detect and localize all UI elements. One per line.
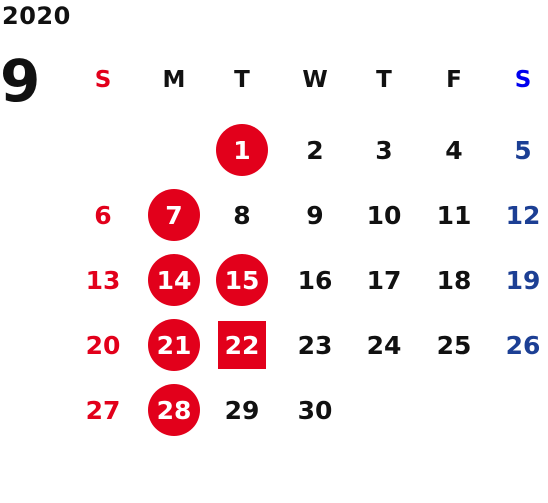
day-25: 25 xyxy=(436,330,472,360)
day-16: 16 xyxy=(297,265,333,295)
day-3: 3 xyxy=(375,135,393,165)
day-22: 22 xyxy=(218,321,266,369)
day-2: 2 xyxy=(306,135,324,165)
day-12: 12 xyxy=(505,200,541,230)
day-26: 26 xyxy=(505,330,541,360)
day-9: 9 xyxy=(306,200,324,230)
day-28: 28 xyxy=(148,384,200,436)
day-8: 8 xyxy=(233,200,251,230)
day-19: 19 xyxy=(505,265,541,295)
day-15: 15 xyxy=(216,254,268,306)
day-1: 1 xyxy=(216,124,268,176)
day-14: 14 xyxy=(148,254,200,306)
day-5: 5 xyxy=(514,135,532,165)
weekday-header-wed: W xyxy=(302,67,328,93)
day-7: 7 xyxy=(148,189,200,241)
day-23: 23 xyxy=(297,330,333,360)
day-21: 21 xyxy=(148,319,200,371)
weekday-header-mon: M xyxy=(162,67,186,93)
day-13: 13 xyxy=(85,265,121,295)
day-18: 18 xyxy=(436,265,472,295)
day-6: 6 xyxy=(94,200,112,230)
weekday-header-sun: S xyxy=(94,67,112,93)
day-24: 24 xyxy=(366,330,402,360)
day-11: 11 xyxy=(436,200,472,230)
day-17: 17 xyxy=(366,265,402,295)
weekday-header-tue: T xyxy=(234,67,250,93)
day-27: 27 xyxy=(85,395,121,425)
year-label: 2020 xyxy=(2,2,71,30)
day-10: 10 xyxy=(366,200,402,230)
day-4: 4 xyxy=(445,135,463,165)
weekday-header-fri: F xyxy=(446,67,462,93)
day-20: 20 xyxy=(85,330,121,360)
weekday-header-sat: S xyxy=(514,67,532,93)
day-30: 30 xyxy=(297,395,333,425)
weekday-header-thu: T xyxy=(376,67,392,93)
month-number: 9 xyxy=(0,47,41,115)
day-29: 29 xyxy=(224,395,260,425)
